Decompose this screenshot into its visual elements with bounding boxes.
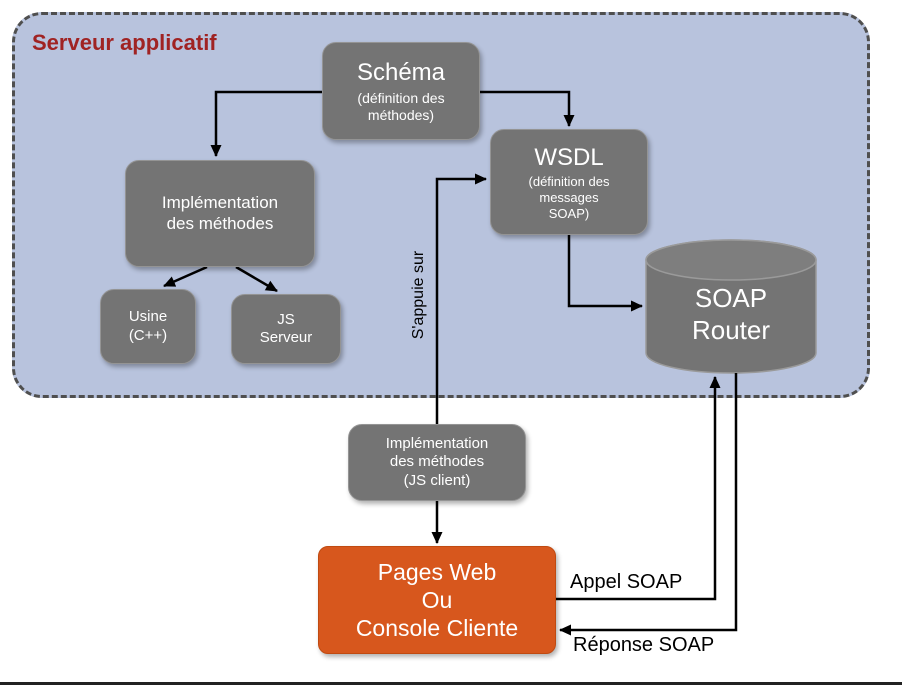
node-usine-cpp: Usine (C++) bbox=[100, 289, 196, 364]
server-group-title: Serveur applicatif bbox=[32, 30, 217, 55]
bottom-edge-strip bbox=[0, 682, 902, 685]
edge-appel-soap bbox=[556, 376, 721, 601]
node-wsdl: WSDL (définition des messages SOAP) bbox=[490, 129, 648, 235]
node-implementation-js-client: Implémentation des méthodes (JS client) bbox=[348, 424, 526, 501]
node-implementation-methodes-title: Implémentation des méthodes bbox=[161, 192, 279, 233]
label-sappuie-sur: S'appuie sur bbox=[410, 250, 427, 340]
label-reponse-soap: Réponse SOAP bbox=[573, 634, 715, 656]
node-wsdl-title: WSDL bbox=[534, 143, 604, 171]
label-appel-soap: Appel SOAP bbox=[570, 571, 683, 593]
node-implementation-methodes: Implémentation des méthodes bbox=[125, 160, 315, 267]
node-implementation-js-client-title: Implémentation des méthodes (JS client) bbox=[385, 435, 489, 489]
node-schema-subtitle: (définition des méthodes) bbox=[357, 89, 445, 123]
node-schema-title: Schéma bbox=[356, 59, 446, 87]
node-js-serveur: JS Serveur bbox=[231, 294, 341, 364]
node-usine-cpp-title: Usine (C++) bbox=[128, 308, 168, 344]
node-schema: Schéma (définition des méthodes) bbox=[322, 42, 480, 140]
node-pages-web-console-title: Pages Web Ou Console Cliente bbox=[355, 558, 519, 642]
node-js-serveur-title: JS Serveur bbox=[259, 310, 313, 346]
node-wsdl-subtitle: (définition des messages SOAP) bbox=[528, 173, 610, 221]
node-pages-web-console: Pages Web Ou Console Cliente bbox=[318, 546, 556, 654]
